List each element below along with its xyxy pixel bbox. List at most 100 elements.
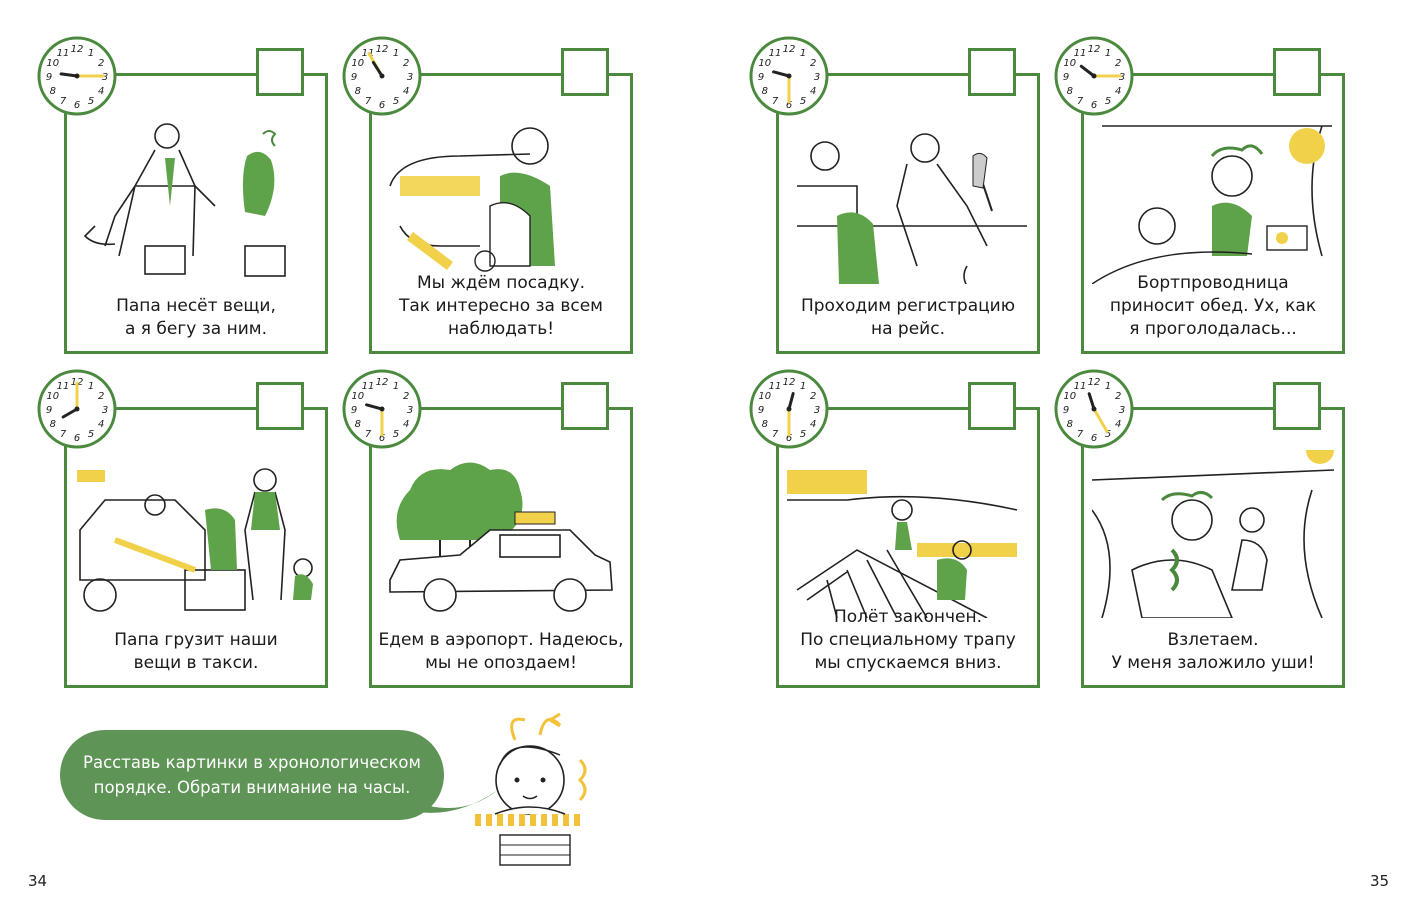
clock-numeral: 12 [783, 44, 796, 55]
clock-numeral: 5 [393, 96, 399, 107]
clock-numeral: 8 [1067, 86, 1073, 97]
clock-numeral: 5 [1105, 96, 1111, 107]
clock-numeral: 9 [758, 72, 764, 83]
girl-illustration [475, 712, 587, 866]
panel-5: Папа грузит наши вещи в такси. [64, 407, 328, 688]
clock-numeral: 2 [403, 58, 409, 69]
clock-numeral: 2 [1115, 58, 1121, 69]
panel-3: Проходим регистрацию на рейс. [776, 73, 1040, 354]
order-box-6[interactable] [561, 382, 609, 430]
illustration-waiting-boarding [389, 127, 555, 272]
clock-numeral: 10 [46, 58, 59, 69]
clock-numeral: 5 [88, 96, 94, 107]
hour-hand [1087, 392, 1096, 411]
clock-numeral: 3 [814, 405, 820, 416]
clock-numeral: 7 [772, 96, 779, 107]
clock-numeral: 8 [50, 86, 56, 97]
clock-numeral: 10 [1063, 391, 1076, 402]
order-box-7[interactable] [968, 382, 1016, 430]
illustration-dad-carrying-bags [83, 123, 286, 277]
clock-numeral: 6 [786, 433, 792, 444]
clock-numeral: 2 [810, 391, 816, 402]
page-number-right: 35 [1370, 872, 1390, 890]
clock-numeral: 4 [403, 419, 409, 430]
illustration-takeoff-seat [1092, 450, 1334, 618]
clock-numeral: 1 [393, 48, 399, 59]
panel-5-caption: Папа грузит наши вещи в такси. [114, 630, 278, 673]
clock-numeral: 8 [762, 86, 768, 97]
hour-hand [371, 61, 384, 78]
panel-1-caption: Папа несёт вещи, а я бегу за ним. [116, 296, 276, 339]
clock-numeral: 3 [1119, 72, 1125, 83]
clock-numeral: 5 [1105, 429, 1111, 440]
order-box-1[interactable] [256, 48, 304, 96]
panel-7: Полёт закончен. По специальному трапу мы… [776, 407, 1040, 688]
clock-numeral: 4 [403, 86, 409, 97]
clock-numeral: 11 [1074, 381, 1087, 392]
clock-center [786, 73, 792, 79]
hour-hand [787, 392, 795, 411]
clock-numeral: 6 [1091, 433, 1097, 444]
order-box-5[interactable] [256, 382, 304, 430]
clock-center [379, 73, 385, 79]
order-box-4[interactable] [1273, 48, 1321, 96]
clock-numeral: 1 [88, 48, 94, 59]
panel-6-caption: Едем в аэропорт. Надеюсь, мы не опоздаем… [378, 630, 624, 673]
clock-numeral: 9 [46, 72, 52, 83]
illustration-plane-stairs [787, 470, 1018, 618]
panel-8: Взлетаем. У меня заложило уши! [1081, 407, 1345, 688]
clock-numeral: 3 [407, 72, 413, 83]
clock-numeral: 3 [1119, 405, 1125, 416]
clock-numeral: 3 [102, 405, 108, 416]
clock-numeral: 8 [1067, 419, 1073, 430]
clock-numeral: 7 [60, 96, 67, 107]
clock-numeral: 12 [376, 377, 389, 388]
clock-numeral: 7 [365, 96, 372, 107]
clock-numeral: 8 [50, 419, 56, 430]
clock-numeral: 12 [1088, 377, 1101, 388]
panel-1: Папа несёт вещи, а я бегу за ним. [64, 73, 328, 354]
clock-numeral: 9 [1063, 405, 1069, 416]
clock-center [1091, 73, 1097, 79]
clock-numeral: 4 [1115, 419, 1121, 430]
panel-6: Едем в аэропорт. Надеюсь, мы не опоздаем… [369, 407, 633, 688]
clock-numeral: 10 [1063, 58, 1076, 69]
clock-numeral: 2 [98, 391, 104, 402]
clock-numeral: 6 [379, 433, 385, 444]
clock-numeral: 9 [351, 405, 357, 416]
order-box-8[interactable] [1273, 382, 1321, 430]
order-box-3[interactable] [968, 48, 1016, 96]
panel-3-caption: Проходим регистрацию на рейс. [800, 296, 1016, 339]
clock-numeral: 12 [783, 377, 796, 388]
clock-numeral: 11 [769, 381, 782, 392]
clock-numeral: 9 [758, 405, 764, 416]
clock-numeral: 7 [365, 429, 372, 440]
clock-numeral: 8 [355, 86, 361, 97]
clock-center [74, 406, 80, 412]
clock-numeral: 6 [1091, 100, 1097, 111]
clock-numeral: 2 [98, 58, 104, 69]
clock-numeral: 5 [88, 429, 94, 440]
clock-numeral: 11 [362, 381, 375, 392]
clock-center [74, 73, 80, 79]
clock-numeral: 1 [800, 48, 806, 59]
bubble-tail [380, 790, 498, 813]
panel-7-caption: Полёт закончен. По специальному трапу мы… [800, 607, 1016, 673]
page-number-left: 34 [28, 872, 48, 890]
clock-numeral: 7 [1077, 429, 1084, 440]
clock-numeral: 11 [57, 48, 70, 59]
hour-hand [1079, 64, 1096, 78]
clock-numeral: 2 [810, 58, 816, 69]
order-box-2[interactable] [561, 48, 609, 96]
illustration-lunch-on-plane [1092, 125, 1332, 284]
illustration-taxi-loading [77, 468, 313, 612]
clock-numeral: 10 [758, 58, 771, 69]
hour-hand [365, 403, 384, 411]
panel-2: Мы ждём посадку. Так интересно за всем н… [369, 73, 633, 354]
clock-numeral: 12 [71, 44, 84, 55]
